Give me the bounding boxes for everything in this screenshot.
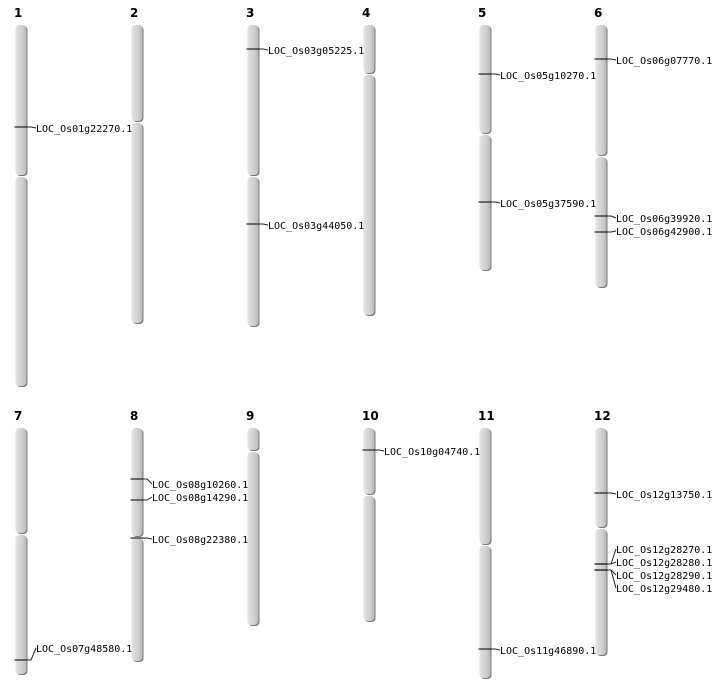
- chromosome-long-arm: [131, 538, 143, 661]
- gene-connector: [27, 126, 37, 129]
- chromosome-number: 6: [594, 6, 602, 20]
- chromosome-8: 8LOC_Os08g10260.1LOC_Os08g14290.1LOC_Os0…: [130, 409, 248, 662]
- gene-connector: [27, 647, 37, 661]
- gene-label: LOC_Os06g07770.1: [616, 56, 712, 67]
- gene-connector: [375, 449, 385, 452]
- chromosome-short-arm: [247, 25, 259, 175]
- gene-connector: [607, 561, 617, 565]
- chromosome-short-arm: [595, 25, 607, 155]
- chromosome-long-arm: [247, 177, 259, 326]
- chromosome-number: 9: [246, 409, 254, 423]
- gene-label: LOC_Os05g37590.1: [500, 199, 596, 210]
- gene-connector: [491, 201, 501, 204]
- gene-label: LOC_Os11g46890.1: [500, 646, 596, 657]
- gene-connector: [143, 537, 153, 540]
- chromosome-number: 11: [478, 409, 495, 423]
- gene-connector: [607, 230, 617, 233]
- gene-connector: [259, 48, 269, 51]
- chromosome-6: 6LOC_Os06g07770.1LOC_Os06g39920.1LOC_Os0…: [594, 6, 712, 288]
- gene-connector: [607, 569, 617, 589]
- chromosome-long-arm: [479, 546, 491, 678]
- chromosome-short-arm: [131, 428, 143, 536]
- gene-connector: [607, 492, 617, 495]
- chromosome-number: 4: [362, 6, 370, 20]
- gene-label: LOC_Os08g22380.1: [152, 535, 248, 546]
- chromosome-long-arm: [247, 452, 259, 625]
- gene-connector: [143, 496, 153, 501]
- chromosome-short-arm: [363, 428, 375, 494]
- gene-label: LOC_Os03g05225.1: [268, 46, 364, 57]
- chromosome-number: 5: [478, 6, 486, 20]
- gene-label: LOC_Os05g10270.1: [500, 71, 596, 82]
- gene-label: LOC_Os12g13750.1: [616, 490, 712, 501]
- chromosome-long-arm: [363, 496, 375, 621]
- chromosome-long-arm: [15, 535, 27, 674]
- gene-label: LOC_Os12g28290.1: [616, 571, 712, 582]
- chromosome-number: 8: [130, 409, 138, 423]
- chromosome-number: 1: [14, 6, 22, 20]
- chromosome-short-arm: [15, 428, 27, 533]
- gene-label: LOC_Os12g28270.1: [616, 545, 712, 556]
- gene-label: LOC_Os03g44050.1: [268, 221, 364, 232]
- chromosome-12: 12LOC_Os12g13750.1LOC_Os12g28270.1LOC_Os…: [594, 409, 712, 656]
- gene-label: LOC_Os12g28280.1: [616, 558, 712, 569]
- gene-label: LOC_Os10g04740.1: [384, 447, 480, 458]
- chromosome-short-arm: [247, 428, 259, 450]
- chromosome-number: 2: [130, 6, 138, 20]
- chromosome-2: 2: [130, 6, 144, 324]
- gene-label: LOC_Os06g39920.1: [616, 214, 712, 225]
- gene-label: LOC_Os07g48580.1: [36, 644, 132, 655]
- chromosome-short-arm: [479, 25, 491, 133]
- gene-label: LOC_Os06g42900.1: [616, 227, 712, 238]
- gene-label: LOC_Os08g10260.1: [152, 480, 248, 491]
- chromosome-9: 9: [246, 409, 260, 626]
- chromosome-long-arm: [595, 529, 607, 655]
- gene-connector: [607, 215, 617, 219]
- gene-connector: [143, 478, 153, 485]
- chromosome-long-arm: [363, 75, 375, 315]
- chromosome-long-arm: [15, 177, 27, 386]
- chromosome-number: 7: [14, 409, 22, 423]
- chromosome-long-arm: [131, 123, 143, 323]
- gene-connector: [607, 548, 617, 565]
- chromosome-long-arm: [595, 157, 607, 287]
- chromosome-short-arm: [131, 25, 143, 121]
- gene-connector: [491, 648, 501, 651]
- gene-label: LOC_Os01g22270.1: [36, 124, 132, 135]
- chromosome-short-arm: [595, 428, 607, 527]
- chromosome-number: 12: [594, 409, 611, 423]
- chromosome-number: 10: [362, 409, 379, 423]
- gene-label: LOC_Os12g29480.1: [616, 584, 712, 595]
- chromosome-short-arm: [15, 25, 27, 175]
- chromosome-4: 4: [362, 6, 376, 316]
- gene-connector: [607, 58, 617, 61]
- gene-connector: [259, 223, 269, 226]
- chromosome-number: 3: [246, 6, 254, 20]
- chromosome-short-arm: [479, 428, 491, 544]
- chromosome-short-arm: [363, 25, 375, 73]
- gene-connector: [491, 73, 501, 76]
- gene-label: LOC_Os08g14290.1: [152, 493, 248, 504]
